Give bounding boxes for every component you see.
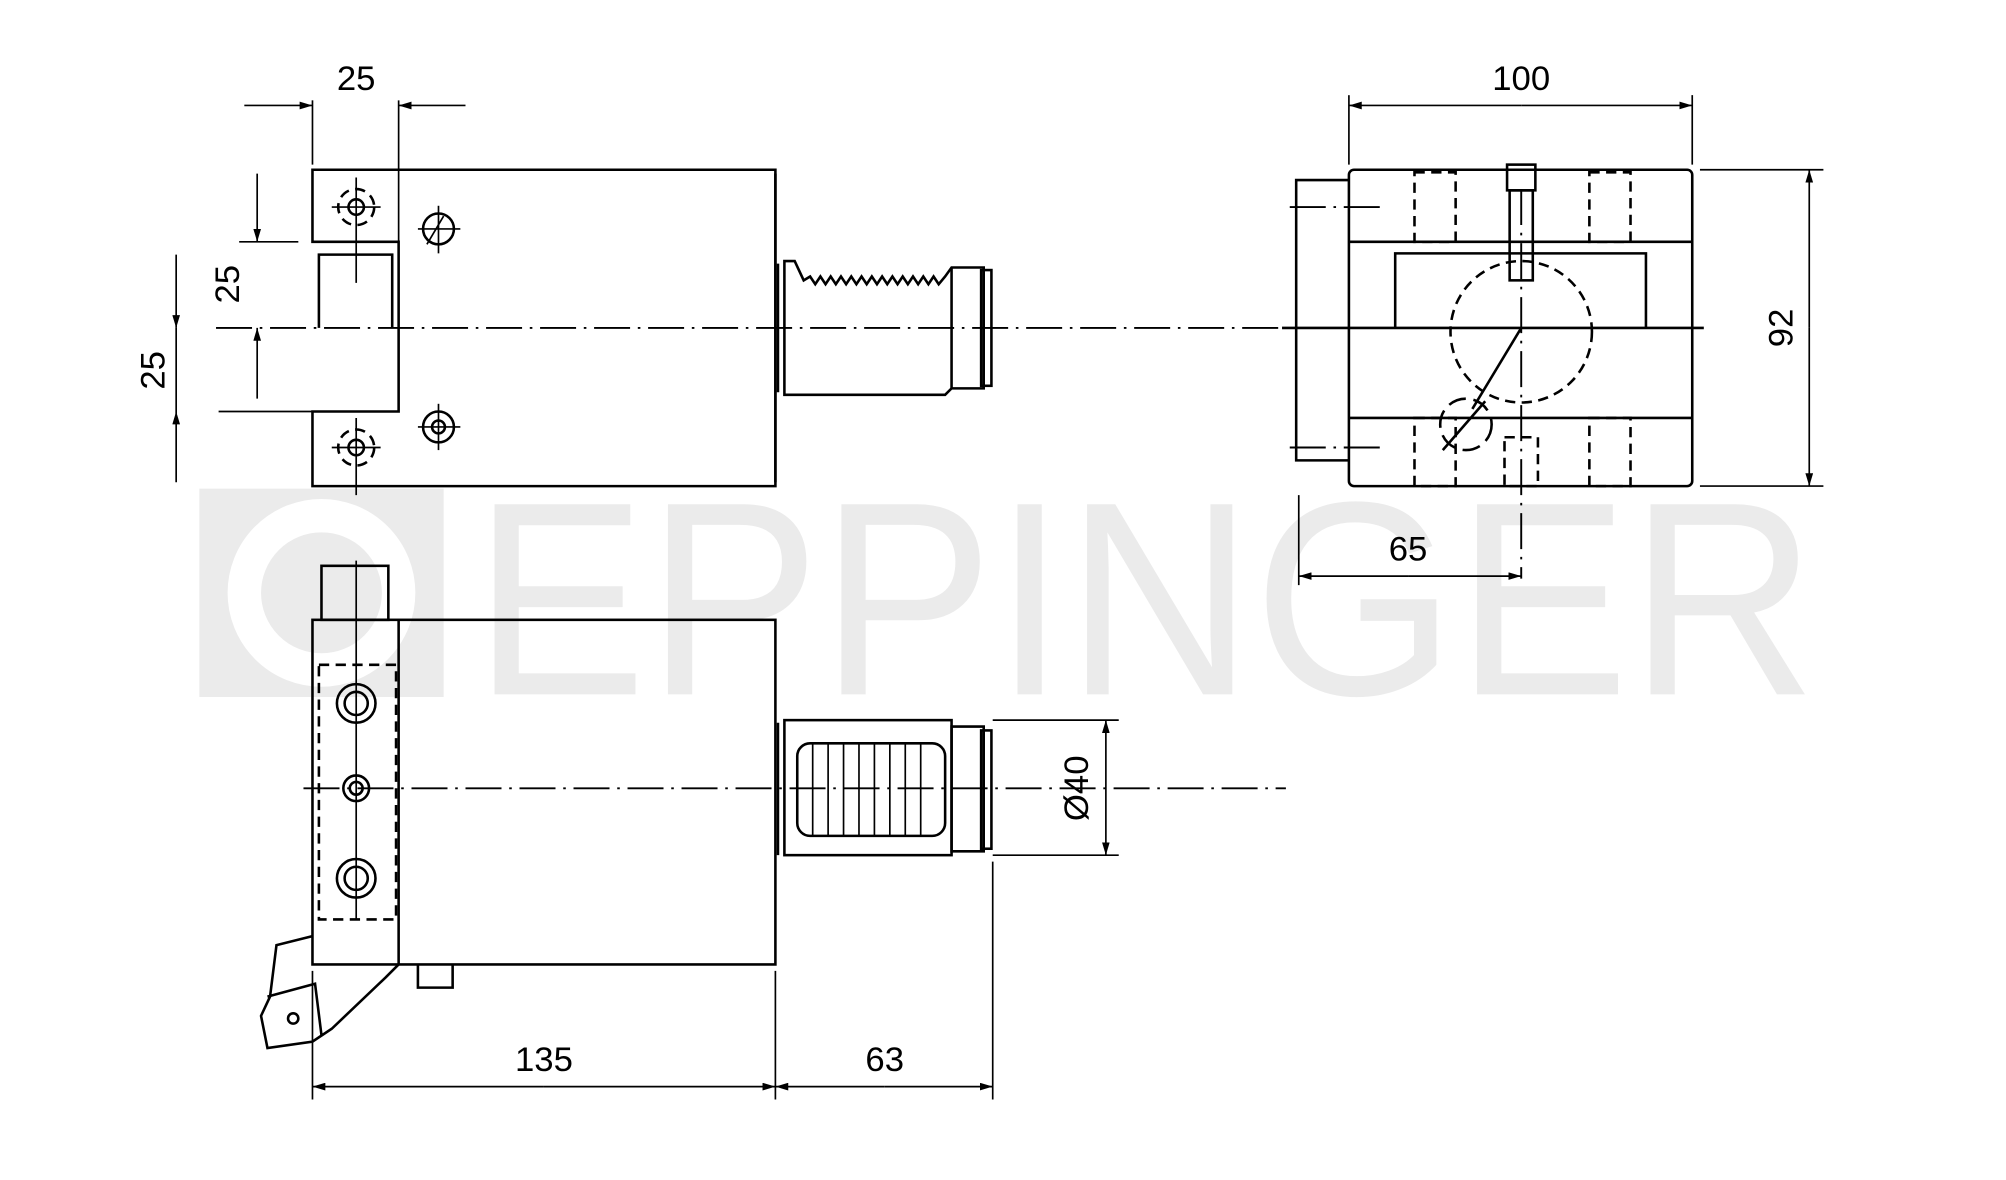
top-view: 25 25 25 (135, 60, 1286, 496)
eppinger-watermark: EPPINGER (199, 444, 1817, 753)
dim-shank-diameter: Ø40 (1058, 755, 1096, 821)
dim-end-offset: 65 (1389, 531, 1428, 569)
dim-shank-length: 63 (865, 1041, 904, 1079)
dim-end-height: 92 (1763, 309, 1801, 348)
side-view: Ø40 135 63 (259, 560, 1286, 1100)
dim-upper-height: 25 (209, 265, 247, 304)
end-view: 100 92 65 (1282, 60, 1824, 586)
watermark-text: EPPINGER (473, 444, 1817, 753)
dim-top-width: 25 (337, 60, 376, 98)
bolt-hole-icon (331, 177, 461, 496)
dim-lower-height: 25 (135, 351, 173, 390)
bolt-hole-icon (335, 560, 377, 920)
dim-body-length: 135 (515, 1041, 573, 1079)
dim-end-width: 100 (1492, 60, 1550, 98)
